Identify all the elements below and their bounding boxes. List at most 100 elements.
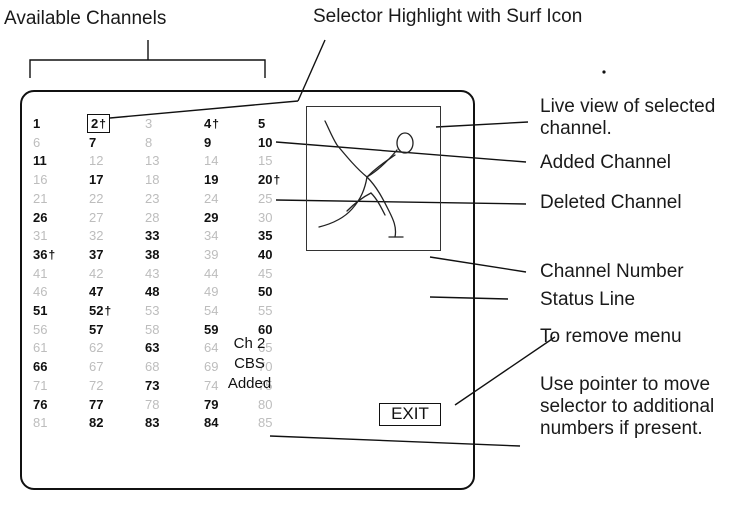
channel-number: 32	[89, 228, 103, 243]
added-channel[interactable]: 82	[89, 415, 103, 430]
channel-number: 30	[258, 210, 272, 225]
deleted-channel[interactable]: 45	[258, 266, 272, 281]
channel-number: 24	[204, 191, 218, 206]
skater-illustration	[307, 107, 439, 249]
deleted-channel[interactable]: 46	[33, 284, 47, 299]
channel-number: 1	[33, 116, 40, 131]
channel-number: 85	[258, 415, 272, 430]
added-channel[interactable]: 76	[33, 397, 47, 412]
selected-channel[interactable]: 2†	[89, 116, 108, 131]
added-channel[interactable]: 19	[204, 172, 218, 187]
channel-number: 29	[204, 210, 218, 225]
deleted-channel[interactable]: 27	[89, 210, 103, 225]
added-channel[interactable]: 48	[145, 284, 159, 299]
surf-icon: †	[104, 304, 111, 318]
added-channel[interactable]: 1	[33, 116, 40, 131]
added-channel[interactable]: 4†	[204, 116, 219, 131]
channel-number: 83	[145, 415, 159, 430]
added-channel[interactable]: 38	[145, 247, 159, 262]
deleted-channel[interactable]: 18	[145, 172, 159, 187]
added-channel[interactable]: 10	[258, 135, 272, 150]
added-channel[interactable]: 33	[145, 228, 159, 243]
channel-number: 25	[258, 191, 272, 206]
channel-number: 19	[204, 172, 218, 187]
deleted-channel[interactable]: 16	[33, 172, 47, 187]
added-channel[interactable]: 29	[204, 210, 218, 225]
added-channel[interactable]: 77	[89, 397, 103, 412]
deleted-channel[interactable]: 49	[204, 284, 218, 299]
added-channel[interactable]: 37	[89, 247, 103, 262]
channel-number: 53	[145, 303, 159, 318]
deleted-channel[interactable]: 6	[33, 135, 40, 150]
channel-number: 7	[89, 135, 96, 150]
deleted-channel[interactable]: 53	[145, 303, 159, 318]
surf-icon: †	[212, 117, 219, 131]
deleted-channel[interactable]: 15	[258, 153, 272, 168]
deleted-channel[interactable]: 85	[258, 415, 272, 430]
exit-button[interactable]: EXIT	[379, 403, 441, 426]
added-channel[interactable]: 26	[33, 210, 47, 225]
deleted-channel[interactable]: 25	[258, 191, 272, 206]
added-channel[interactable]: 83	[145, 415, 159, 430]
deleted-channel[interactable]: 43	[145, 266, 159, 281]
deleted-channel[interactable]: 39	[204, 247, 218, 262]
added-channel[interactable]: 79	[204, 397, 218, 412]
added-channel[interactable]: 47	[89, 284, 103, 299]
deleted-channel[interactable]: 3	[145, 116, 152, 131]
added-channel[interactable]: 35	[258, 228, 272, 243]
deleted-channel[interactable]: 12	[89, 153, 103, 168]
added-channel[interactable]: 17	[89, 172, 103, 187]
live-view-label: Live view of selected channel.	[540, 96, 735, 140]
deleted-channel[interactable]: 32	[89, 228, 103, 243]
added-channel[interactable]: 50	[258, 284, 272, 299]
deleted-channel[interactable]: 28	[145, 210, 159, 225]
channel-number-display: Ch 2	[22, 335, 477, 352]
channel-number: 82	[89, 415, 103, 430]
channel-number: 13	[145, 153, 159, 168]
added-channel[interactable]: 9	[204, 135, 211, 150]
deleted-channel[interactable]: 21	[33, 191, 47, 206]
live-preview	[306, 106, 441, 251]
channel-number: 36	[33, 247, 47, 262]
tv-screen: 12†34†567891011121314151617181920†212223…	[20, 90, 475, 490]
added-channel-label: Added Channel	[540, 152, 671, 174]
deleted-channel[interactable]: 81	[33, 415, 47, 430]
deleted-channel[interactable]: 14	[204, 153, 218, 168]
deleted-channel[interactable]: 44	[204, 266, 218, 281]
deleted-channel[interactable]: 41	[33, 266, 47, 281]
added-channel[interactable]: 7	[89, 135, 96, 150]
added-channel[interactable]: 51	[33, 303, 47, 318]
added-channel[interactable]: 20†	[258, 172, 280, 187]
deleted-channel[interactable]: 23	[145, 191, 159, 206]
channel-number: 43	[145, 266, 159, 281]
added-channel[interactable]: 40	[258, 247, 272, 262]
deleted-channel[interactable]: 30	[258, 210, 272, 225]
channel-number: 51	[33, 303, 47, 318]
deleted-channel[interactable]: 54	[204, 303, 218, 318]
channel-number: 42	[89, 266, 103, 281]
deleted-channel[interactable]: 42	[89, 266, 103, 281]
channel-number: 18	[145, 172, 159, 187]
deleted-channel[interactable]: 55	[258, 303, 272, 318]
added-channel[interactable]: 11	[33, 153, 47, 168]
deleted-channel[interactable]: 31	[33, 228, 47, 243]
channel-number: 37	[89, 247, 103, 262]
remove-menu-label: To remove menu	[540, 326, 682, 348]
deleted-channel[interactable]: 78	[145, 397, 159, 412]
added-channel[interactable]: 5	[258, 116, 265, 131]
added-channel[interactable]: 36†	[33, 247, 55, 262]
deleted-channel[interactable]: 34	[204, 228, 218, 243]
added-channel[interactable]: 52†	[89, 303, 111, 318]
channel-number: 48	[145, 284, 159, 299]
deleted-channel[interactable]: 24	[204, 191, 218, 206]
added-channel[interactable]: 84	[204, 415, 218, 430]
channel-number: 49	[204, 284, 218, 299]
channel-number: 15	[258, 153, 272, 168]
deleted-channel[interactable]: 8	[145, 135, 152, 150]
channel-number: 3	[145, 116, 152, 131]
deleted-channel[interactable]: 13	[145, 153, 159, 168]
channel-number: 4	[204, 116, 211, 131]
deleted-channel[interactable]: 80	[258, 397, 272, 412]
channel-number: 35	[258, 228, 272, 243]
deleted-channel[interactable]: 22	[89, 191, 103, 206]
